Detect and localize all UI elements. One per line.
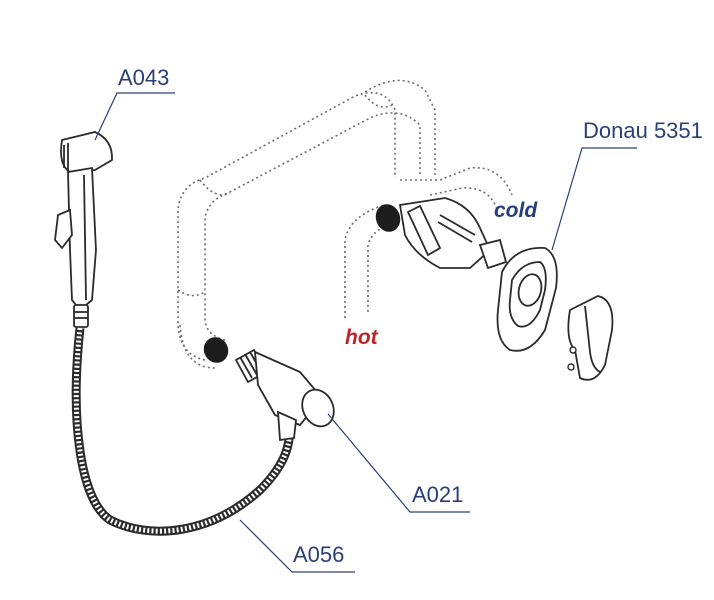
mixer-lever-handle — [567, 295, 614, 381]
wall-valve-fitting — [234, 348, 335, 442]
callout-mixer: Donau 5351 — [583, 118, 703, 143]
callout-valve: A021 — [412, 482, 463, 507]
hot-label: hot — [345, 326, 379, 349]
callout-hose: A056 — [293, 542, 344, 567]
hand-sprayer — [54, 131, 113, 328]
cold-label: cold — [494, 199, 538, 222]
hidden-pipework — [177, 79, 513, 369]
mixer-cover-plate — [496, 247, 558, 352]
flexible-hose — [71, 327, 295, 536]
callout-sprayer: A043 — [118, 65, 169, 90]
callout-leaders — [94, 92, 637, 573]
pipe-end-caps — [203, 204, 401, 363]
mixer-cartridge — [398, 197, 508, 270]
